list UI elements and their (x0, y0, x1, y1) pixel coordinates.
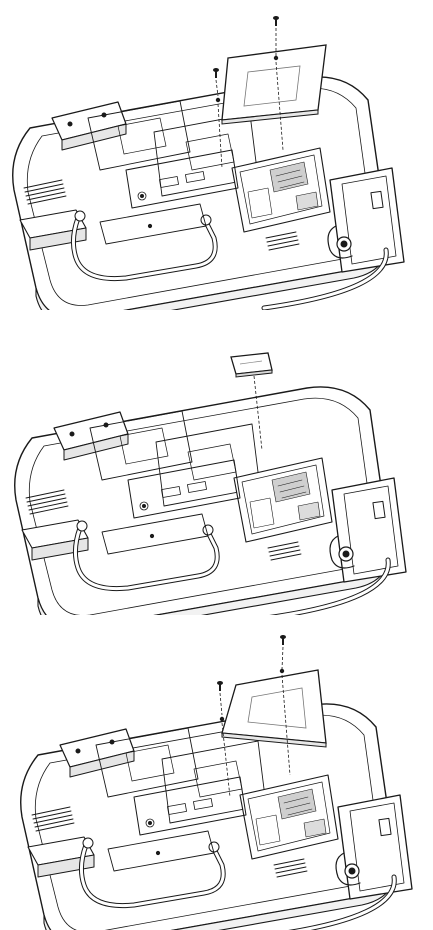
step-2-install-module (0, 310, 433, 615)
device-housing (15, 387, 389, 615)
step-2-svg (0, 310, 433, 615)
screw (280, 635, 286, 645)
cover-plate (216, 45, 326, 124)
step-1-svg (0, 0, 433, 310)
screw (217, 681, 223, 691)
device-body (13, 77, 404, 310)
device-body (21, 704, 412, 930)
device-housing (21, 704, 395, 930)
step-1-remove-cover (0, 0, 433, 310)
cover-hole (220, 717, 224, 721)
cover-plate (220, 669, 326, 747)
cover-hole (280, 669, 284, 673)
cover-hole (274, 56, 278, 60)
cover-hole (216, 98, 220, 102)
step-3-svg (0, 615, 433, 930)
screw (273, 16, 279, 26)
module-card (231, 353, 272, 377)
screw (213, 68, 219, 78)
step-3-replace-cover (0, 615, 433, 930)
device-body (15, 387, 406, 615)
